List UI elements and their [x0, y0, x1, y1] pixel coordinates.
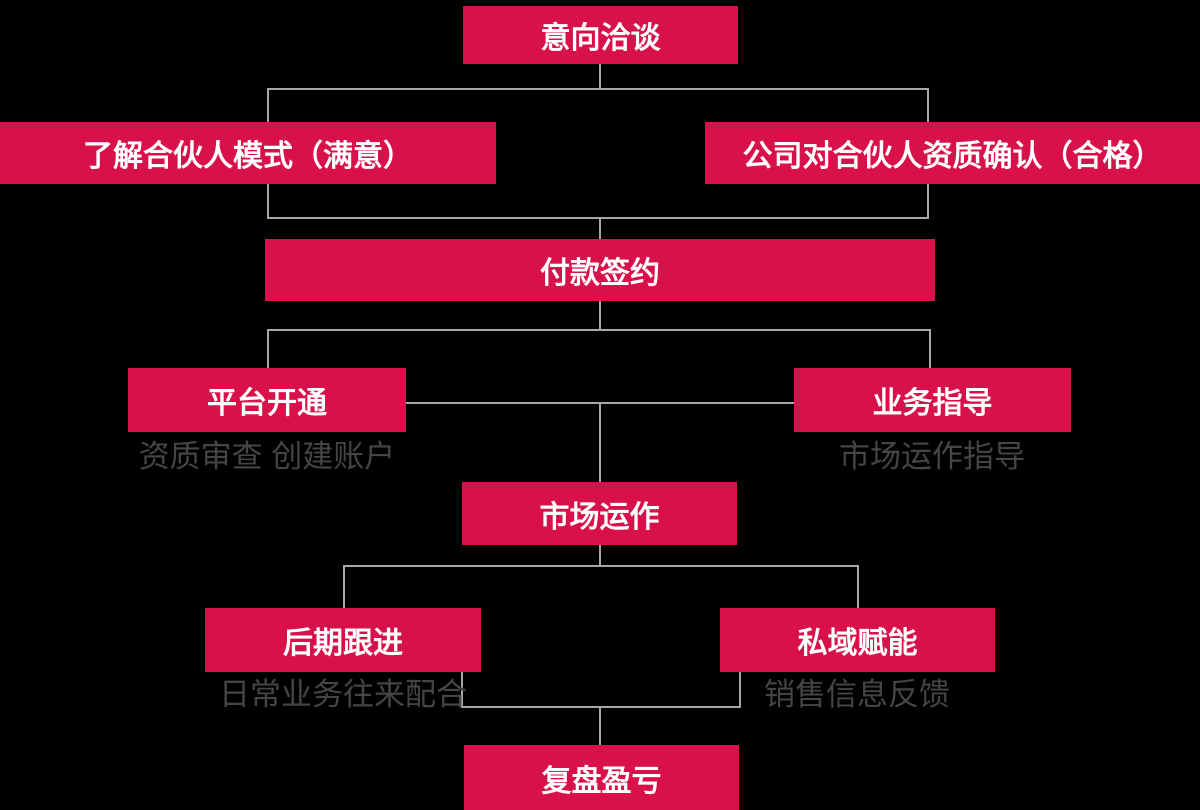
flow-node-partner-model-label: 了解合伙人模式（满意） [83, 140, 413, 173]
connector-line [461, 706, 741, 708]
connector-line [461, 672, 463, 708]
connector-line [599, 217, 601, 240]
connector-line [267, 329, 269, 368]
connector-line [599, 545, 601, 567]
flow-node-market-operation: 市场运作 [462, 482, 737, 545]
flow-node-partner-model: 了解合伙人模式（满意） [0, 122, 496, 184]
flow-node-payment-sign-label: 付款签约 [540, 257, 660, 290]
connector-line [929, 329, 931, 368]
connector-line [857, 565, 859, 608]
connector-line [599, 64, 601, 89]
connector-line [343, 565, 859, 567]
flow-node-private-domain: 私域赋能 [720, 608, 995, 672]
connector-line [599, 402, 601, 482]
flow-node-business-guidance: 业务指导 [794, 368, 1071, 432]
flow-node-market-operation-label: 市场运作 [539, 500, 660, 534]
flow-node-business-guidance-label: 业务指导 [872, 387, 993, 420]
flow-node-profit-review: 复盘盈亏 [464, 745, 739, 810]
flow-node-follow-up-label: 后期跟进 [283, 627, 403, 660]
flow-node-platform-open-label: 平台开通 [207, 387, 327, 420]
connector-line [927, 88, 929, 122]
connector-line [599, 706, 601, 745]
flow-node-business-guidance-subtitle: 市场运作指导 [839, 439, 1025, 474]
connector-line [267, 329, 931, 331]
connector-line [927, 184, 929, 219]
connector-line [267, 217, 929, 219]
flow-node-qualification: 公司对合伙人资质确认（合格） [705, 122, 1200, 184]
connector-line [267, 88, 929, 90]
connector-line [267, 184, 269, 219]
flow-node-payment-sign: 付款签约 [265, 239, 935, 301]
flow-node-platform-open: 平台开通 [128, 368, 406, 432]
flow-node-private-domain-label: 私域赋能 [797, 627, 918, 660]
flow-node-profit-review-label: 复盘盈亏 [541, 764, 662, 798]
connector-line [739, 672, 741, 708]
connector-line [599, 301, 601, 331]
flow-node-intent: 意向洽谈 [463, 6, 738, 64]
connector-line [343, 565, 345, 608]
flow-node-follow-up: 后期跟进 [205, 608, 481, 672]
flow-node-platform-open-subtitle: 资质审查 创建账户 [138, 439, 396, 474]
flow-node-qualification-label: 公司对合伙人资质确认（合格） [742, 140, 1163, 173]
flow-node-follow-up-subtitle: 日常业务往来配合 [219, 677, 467, 712]
connector-line [267, 88, 269, 122]
flow-node-private-domain-subtitle: 销售信息反馈 [764, 677, 950, 712]
flow-node-intent-label: 意向洽谈 [540, 22, 661, 55]
